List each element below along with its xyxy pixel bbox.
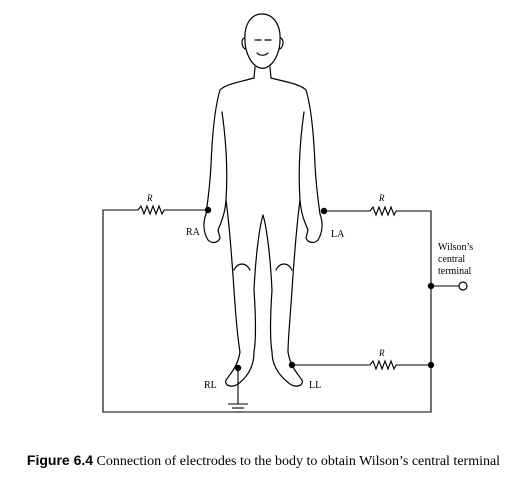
electrode-ra-dot (204, 206, 212, 214)
right-leg-label: RL (204, 380, 217, 391)
figure-caption-text: Connection of electrodes to the body to … (93, 454, 501, 469)
wilson-terminal-diagram: R R R RA LA RL LL Wilson’s central termi… (102, 13, 473, 413)
left-leg-label: LL (309, 380, 321, 391)
electrode-la-dot (320, 207, 328, 215)
resistor-left-zigzag (137, 204, 165, 216)
electrode-rl-dot (234, 364, 242, 372)
resistor-right-bottom-zigzag (369, 359, 397, 371)
resistor-right-bottom-label: R (378, 348, 385, 358)
left-arm-label: LA (331, 229, 345, 240)
human-body-outline (203, 13, 323, 387)
terminal-open-circle (458, 281, 468, 291)
electrode-ll-dot (288, 361, 296, 369)
junction-mid-dot (427, 361, 435, 369)
resistor-right-top-label: R (378, 193, 385, 203)
resistor-left-label: R (146, 193, 153, 203)
right-arm-label: RA (186, 227, 201, 238)
figure-number: Figure 6.4 (26, 452, 94, 468)
wilson-terminal-label-line2: central (438, 254, 465, 265)
circuit-wiring (102, 204, 459, 413)
ground-icon (228, 403, 248, 413)
figure-caption: Figure 6.4 Connection of electrodes to t… (0, 452, 527, 470)
resistor-right-top-zigzag (369, 205, 397, 217)
wilson-terminal-label-line1: Wilson’s (438, 242, 473, 253)
wilson-terminal-label-line3: terminal (438, 266, 472, 277)
junction-top-dot (427, 282, 435, 290)
